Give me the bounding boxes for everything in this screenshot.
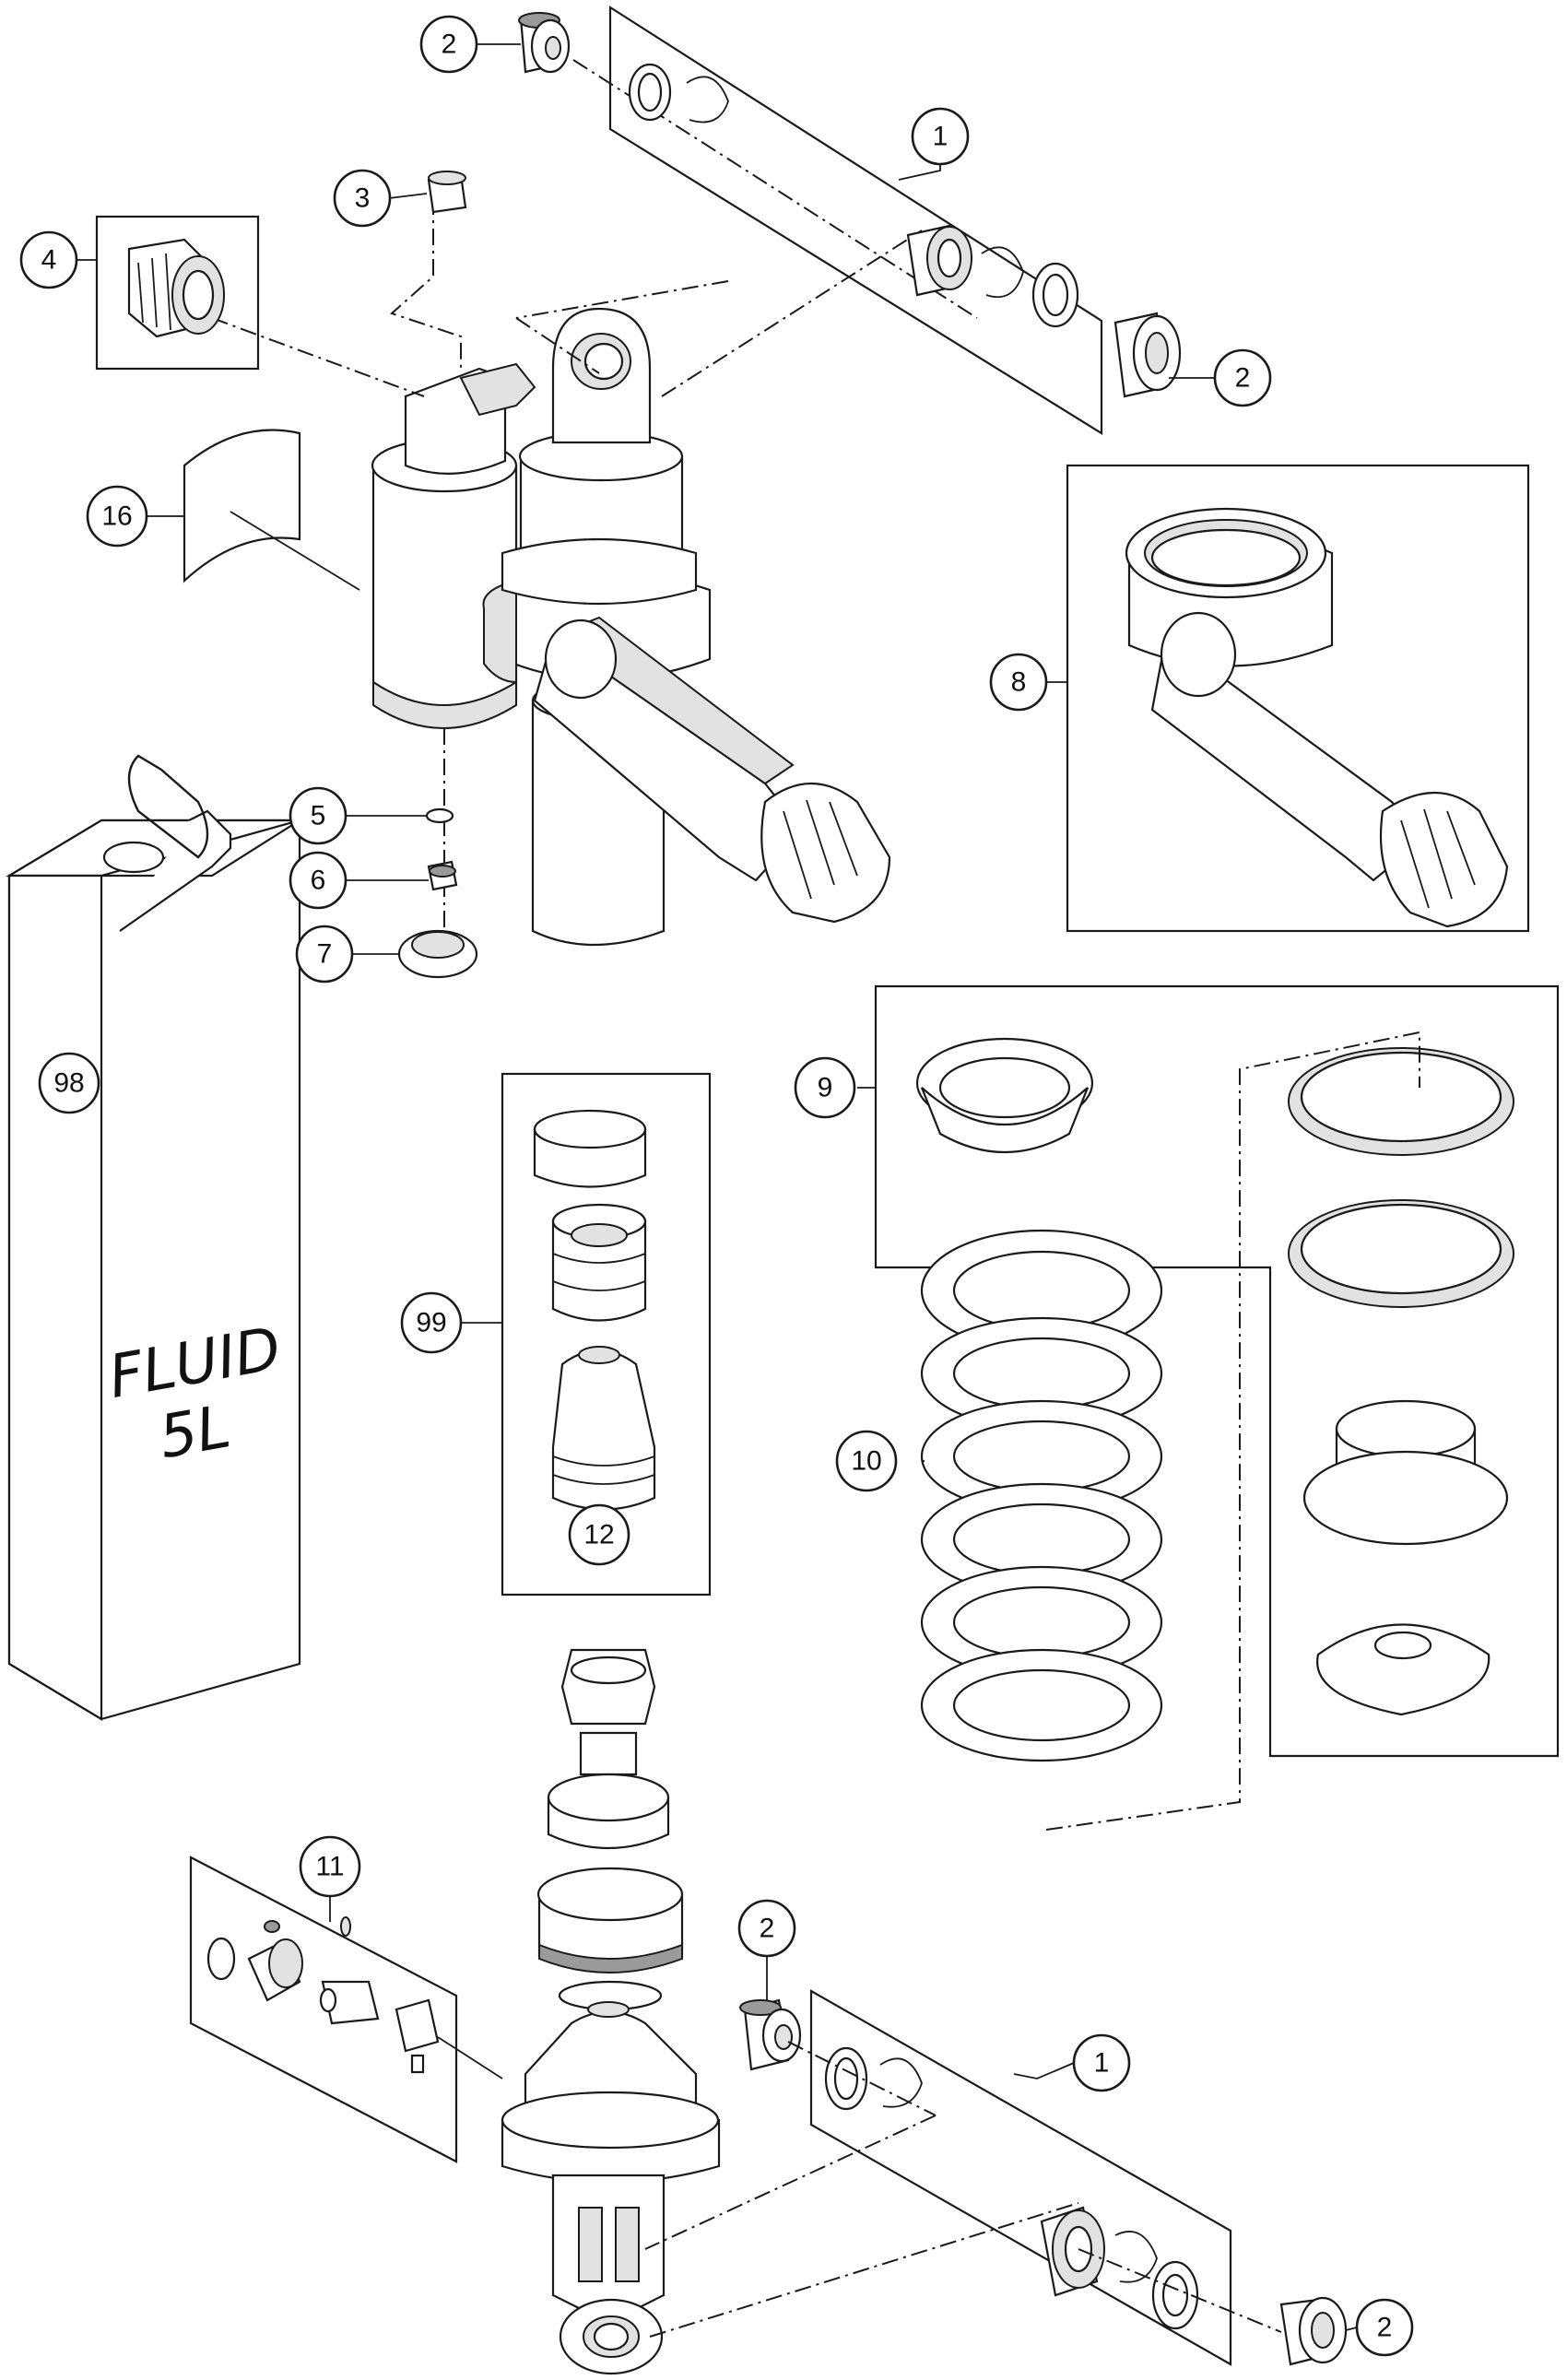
callout-98: 98 (38, 1052, 100, 1114)
callout-6: 6 (289, 851, 348, 910)
shock-absorber-body (371, 307, 891, 947)
callout-3: 3 (333, 169, 392, 228)
washer-nut-cap (397, 807, 478, 979)
assembly-lines-spring (1045, 1031, 1420, 1831)
coil-spring (920, 1229, 1163, 1762)
callout-2-top-right: 2 (1213, 348, 1272, 407)
callout-label: 1 (1094, 2048, 1110, 2079)
callout-label: 98 (53, 1068, 84, 1099)
adjuster-housing-box (1066, 464, 1530, 933)
bushing-top-right (1113, 312, 1182, 398)
callout-1-bottom: 1 (1072, 2033, 1131, 2092)
callout-label: 3 (355, 183, 371, 214)
callout-label: 16 (101, 501, 132, 532)
callout-label: 12 (583, 1520, 614, 1550)
bushing-top-left (518, 12, 571, 74)
bushing-bottom-right (1279, 2296, 1348, 2366)
callout-label: 2 (1377, 2313, 1393, 2343)
seal-kit-box (501, 1072, 712, 1596)
sticker (183, 429, 360, 591)
callout-label: 6 (311, 866, 326, 896)
bearing-kit-bottom (809, 1989, 1232, 2366)
valve-kit-panel (189, 1856, 503, 2163)
callout-99: 99 (400, 1291, 463, 1354)
callout-label: 1 (933, 122, 948, 152)
callout-label: 5 (311, 801, 326, 831)
callout-label: 9 (818, 1073, 833, 1103)
assembly-lines-bottom (644, 2041, 1282, 2338)
fluid-can-label-line2: 5L (154, 1393, 235, 1472)
callout-label: 4 (41, 245, 57, 276)
valve-insert-box (95, 215, 260, 371)
callout-16: 16 (86, 485, 148, 548)
damper-rod-assembly (501, 1648, 721, 2375)
callout-label: 2 (442, 29, 457, 60)
callout-8: 8 (989, 653, 1048, 712)
spring-retainer-box (874, 984, 1560, 1758)
fluid-can: FLUID 5L (6, 754, 303, 1721)
callout-2-top-left: 2 (419, 15, 478, 74)
callout-label: 10 (851, 1446, 881, 1477)
callout-label: 7 (317, 939, 333, 970)
callout-2-bottom-right: 2 (1355, 2298, 1414, 2357)
callout-5: 5 (289, 786, 348, 845)
callout-12: 12 (568, 1503, 630, 1566)
callout-9: 9 (794, 1056, 856, 1119)
plug (427, 171, 467, 214)
callout-label: 8 (1011, 667, 1027, 698)
callout-4: 4 (19, 230, 78, 289)
callout-11: 11 (299, 1835, 361, 1898)
bearing-kit-top (608, 5, 1103, 435)
callout-label: 2 (760, 1914, 775, 1944)
callout-2-bottom-left: 2 (737, 1899, 796, 1958)
callout-label: 11 (315, 1852, 344, 1882)
callout-1-top: 1 (911, 107, 970, 166)
bushing-bottom-left (739, 1998, 802, 2071)
callout-7: 7 (295, 925, 354, 984)
callout-10: 10 (835, 1430, 898, 1492)
callout-label: 99 (416, 1308, 446, 1338)
assembly-lines-top (211, 59, 978, 949)
callout-label: 2 (1235, 363, 1251, 394)
